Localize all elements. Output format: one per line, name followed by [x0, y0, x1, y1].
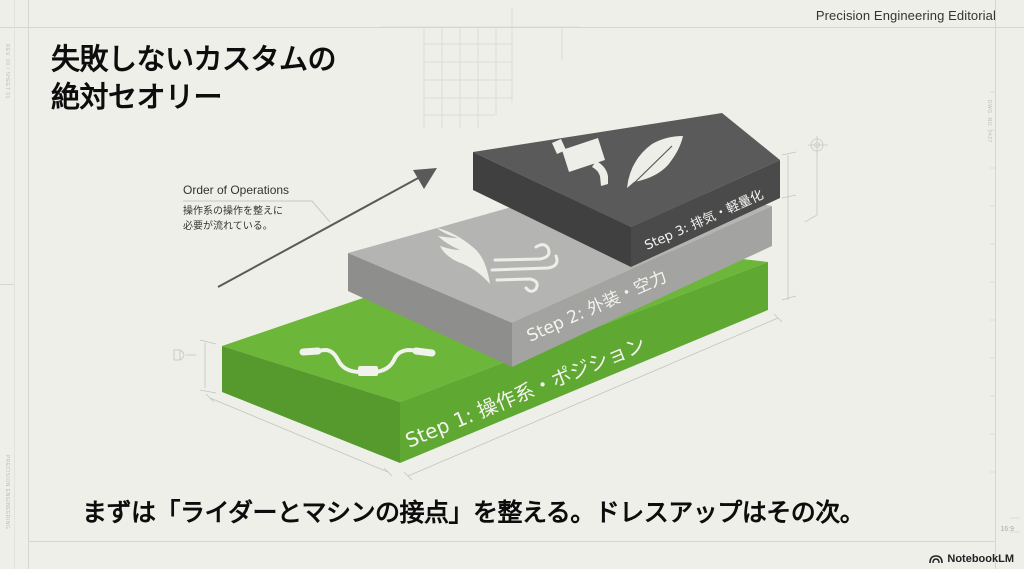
page-title: 失敗しないカスタムの 絶対セオリー	[51, 40, 337, 116]
order-arrow-icon	[217, 168, 437, 288]
connector-icon	[173, 349, 196, 361]
notebooklm-logo-icon	[929, 555, 944, 564]
aspect-ratio-label: 16:9	[1000, 526, 1014, 533]
wind-icon	[490, 243, 559, 293]
feather-icon	[624, 136, 683, 193]
step-3-block	[473, 113, 780, 267]
frame-left-tick	[0, 284, 14, 285]
annotation-leader-line	[183, 200, 331, 223]
side-note-right-top: DWG. NO. 0427	[986, 100, 992, 143]
title-line-2: 絶対セオリー	[51, 80, 223, 114]
blueprint-grid	[380, 8, 1020, 533]
muffler-icon	[552, 138, 608, 186]
tagline: まずは「ライダーとマシンの接点」を整える。ドレスアップはその次。	[82, 498, 865, 527]
title-line-1: 失敗しないカスタムの	[51, 42, 337, 76]
frame-bottom-line	[28, 541, 996, 542]
annotation-heading: Order of Operations	[183, 183, 290, 197]
footer-brand: NotebookLM	[929, 553, 1014, 565]
annotation-body-line-1: 操作系の操作を整えに	[183, 206, 283, 217]
annotation-body: 操作系の操作を整えに 必要が流れている。	[183, 204, 283, 234]
frame-left-line	[28, 0, 29, 569]
crosshair-icon	[804, 136, 828, 223]
frame-right-line	[995, 0, 996, 569]
frame-left-inner-line	[14, 0, 15, 569]
footer-brand-label: NotebookLM	[947, 553, 1014, 565]
header-brand: Precision Engineering Editorial	[815, 8, 996, 23]
side-note-left-top: REV. 00 / SHEET 01	[4, 44, 10, 99]
side-note-left-bottom: PRECISION ENGINEERING	[4, 455, 10, 530]
wing-icon	[437, 228, 490, 284]
handlebar-icon	[299, 347, 436, 376]
annotation-body-line-2: 必要が流れている。	[183, 221, 273, 232]
dimension-lines	[199, 151, 797, 481]
